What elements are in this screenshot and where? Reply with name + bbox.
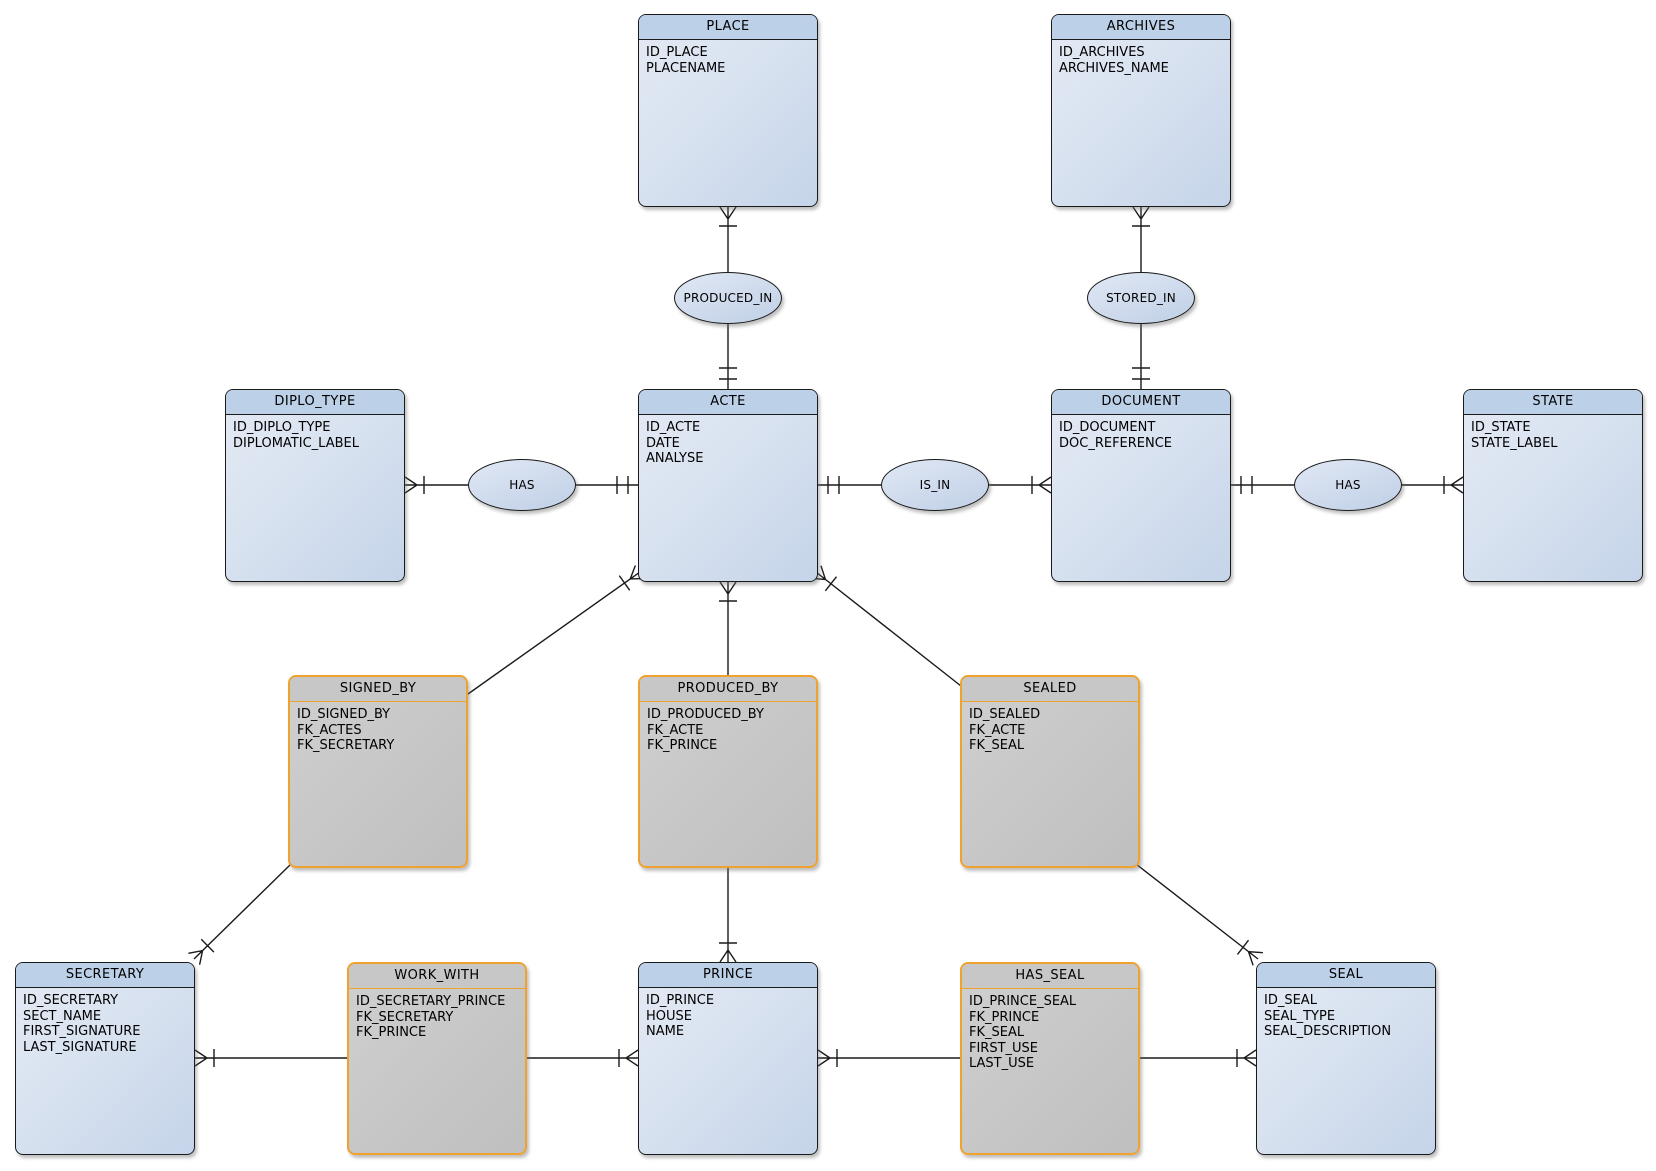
- entity-prince-attributes: ID_PRINCE HOUSE NAME: [646, 993, 715, 1039]
- relationship-stored-in[interactable]: STORED_IN: [1087, 272, 1195, 324]
- connector: [719, 324, 737, 389]
- connector: [188, 863, 292, 965]
- entity-place-attributes: ID_PLACE PLACENAME: [646, 45, 726, 76]
- connector: [194, 1049, 347, 1067]
- connector: [1135, 863, 1263, 966]
- connector: [1132, 324, 1150, 389]
- entity-archives-attributes: ID_ARCHIVES ARCHIVES_NAME: [1059, 45, 1169, 76]
- entity-prince-title: PRINCE: [639, 963, 817, 988]
- entity-acte-attributes: ID_ACTE DATE ANALYSE: [646, 420, 704, 466]
- entity-document-title: DOCUMENT: [1052, 390, 1230, 415]
- connector: [1231, 476, 1294, 494]
- junction-has-seal-title: HAS_SEAL: [962, 964, 1138, 989]
- connector: [719, 581, 737, 675]
- relationship-is-in-label: IS_IN: [919, 478, 951, 492]
- entity-state-attributes: ID_STATE STATE_LABEL: [1471, 420, 1558, 451]
- junction-produced-by-attributes: ID_PRODUCED_BY FK_ACTE FK_PRINCE: [647, 707, 764, 753]
- junction-signed-by[interactable]: SIGNED_BY ID_SIGNED_BY FK_ACTES FK_SECRE…: [288, 675, 468, 868]
- entity-acte-title: ACTE: [639, 390, 817, 415]
- junction-work-with[interactable]: WORK_WITH ID_SECRETARY_PRINCE FK_SECRETA…: [347, 962, 527, 1155]
- entity-archives-title: ARCHIVES: [1052, 15, 1230, 40]
- junction-sealed[interactable]: SEALED ID_SEALED FK_ACTE FK_SEAL: [960, 675, 1140, 868]
- junction-signed-by-attributes: ID_SIGNED_BY FK_ACTES FK_SECRETARY: [297, 707, 395, 753]
- junction-has-seal[interactable]: HAS_SEAL ID_PRINCE_SEAL FK_PRINCE FK_SEA…: [960, 962, 1140, 1155]
- connector: [719, 206, 737, 272]
- entity-document-attributes: ID_DOCUMENT DOC_REFERENCE: [1059, 420, 1173, 451]
- junction-sealed-title: SEALED: [962, 677, 1138, 702]
- junction-produced-by-title: PRODUCED_BY: [640, 677, 816, 702]
- relationship-has-right[interactable]: HAS: [1294, 459, 1402, 511]
- entity-acte[interactable]: ACTE ID_ACTE DATE ANALYSE: [638, 389, 818, 582]
- entity-seal[interactable]: SEAL ID_SEAL SEAL_TYPE SEAL_DESCRIPTION: [1256, 962, 1436, 1155]
- connector: [527, 1049, 639, 1067]
- entity-secretary[interactable]: SECRETARY ID_SECRETARY SECT_NAME FIRST_S…: [15, 962, 195, 1155]
- connector: [1140, 1049, 1257, 1067]
- entity-archives[interactable]: ARCHIVES ID_ARCHIVES ARCHIVES_NAME: [1051, 14, 1231, 207]
- entity-diplo-type-title: DIPLO_TYPE: [226, 390, 404, 415]
- entity-secretary-title: SECRETARY: [16, 963, 194, 988]
- entity-state-title: STATE: [1464, 390, 1642, 415]
- relationship-produced-in[interactable]: PRODUCED_IN: [674, 272, 782, 324]
- entity-diplo-type-attributes: ID_DIPLO_TYPE DIPLOMATIC_LABEL: [233, 420, 359, 451]
- connector: [404, 476, 468, 494]
- connector: [574, 476, 638, 494]
- connector: [818, 476, 881, 494]
- entity-place[interactable]: PLACE ID_PLACE PLACENAME: [638, 14, 818, 207]
- junction-sealed-attributes: ID_SEALED FK_ACTE FK_SEAL: [969, 707, 1041, 753]
- relationship-stored-in-label: STORED_IN: [1106, 291, 1176, 305]
- connector: [987, 476, 1052, 494]
- relationship-is-in[interactable]: IS_IN: [881, 459, 989, 511]
- junction-has-seal-attributes: ID_PRINCE_SEAL FK_PRINCE FK_SEAL FIRST_U…: [969, 994, 1077, 1071]
- entity-state[interactable]: STATE ID_STATE STATE_LABEL: [1463, 389, 1643, 582]
- junction-signed-by-title: SIGNED_BY: [290, 677, 466, 702]
- connector: [719, 868, 737, 963]
- entity-seal-title: SEAL: [1257, 963, 1435, 988]
- entity-secretary-attributes: ID_SECRETARY SECT_NAME FIRST_SIGNATURE L…: [23, 993, 141, 1055]
- entity-document[interactable]: DOCUMENT ID_DOCUMENT DOC_REFERENCE: [1051, 389, 1231, 582]
- junction-work-with-title: WORK_WITH: [349, 964, 525, 989]
- entity-diplo-type[interactable]: DIPLO_TYPE ID_DIPLO_TYPE DIPLOMATIC_LABE…: [225, 389, 405, 582]
- entity-place-title: PLACE: [639, 15, 817, 40]
- connector: [467, 565, 645, 695]
- connector: [1132, 206, 1150, 272]
- junction-produced-by[interactable]: PRODUCED_BY ID_PRODUCED_BY FK_ACTE FK_PR…: [638, 675, 818, 868]
- relationship-has-left-label: HAS: [509, 478, 535, 492]
- junction-work-with-attributes: ID_SECRETARY_PRINCE FK_SECRETARY FK_PRIN…: [356, 994, 506, 1040]
- entity-seal-attributes: ID_SEAL SEAL_TYPE SEAL_DESCRIPTION: [1264, 993, 1392, 1039]
- relationship-has-right-label: HAS: [1335, 478, 1361, 492]
- connector: [1400, 476, 1464, 494]
- connector: [817, 1049, 960, 1067]
- relationship-has-left[interactable]: HAS: [468, 459, 576, 511]
- connector: [811, 565, 962, 687]
- entity-prince[interactable]: PRINCE ID_PRINCE HOUSE NAME: [638, 962, 818, 1155]
- relationship-produced-in-label: PRODUCED_IN: [683, 291, 773, 305]
